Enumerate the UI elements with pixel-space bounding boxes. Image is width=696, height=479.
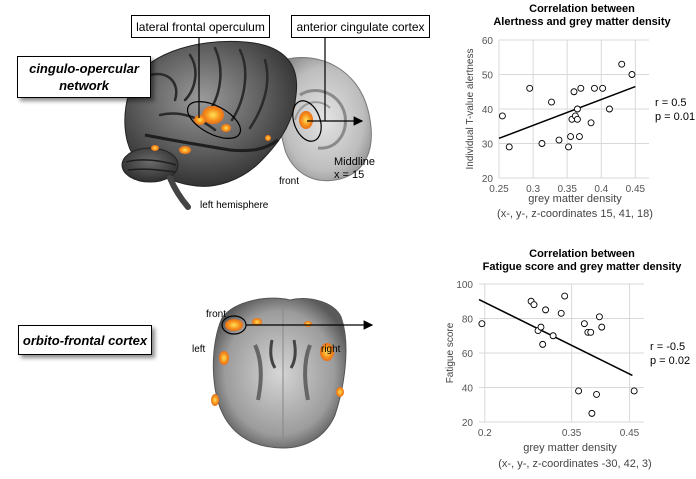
chart1-point bbox=[577, 84, 585, 92]
chart1-xtick-label: 0.3 bbox=[526, 184, 540, 195]
chart2-xtick-label: 0.45 bbox=[620, 428, 640, 439]
chart1-fit-line bbox=[498, 85, 636, 140]
chart2-ylabel: Fatigue score bbox=[445, 322, 456, 383]
chart2-point bbox=[598, 323, 606, 331]
acc-highlight bbox=[292, 100, 322, 142]
chart1-ytick-label: 60 bbox=[482, 36, 494, 47]
chart2-r-value: r = -0.5 bbox=[650, 341, 685, 353]
chart2-ytick-label: 80 bbox=[462, 315, 474, 326]
chart1-ytick-label: 40 bbox=[482, 105, 494, 116]
chart2-title-line2: Fatigue score and grey matter density bbox=[482, 261, 682, 273]
chart1-point bbox=[505, 143, 513, 151]
chart2-point bbox=[593, 390, 600, 398]
chart2-ytick-label: 60 bbox=[462, 349, 474, 360]
chart1-point bbox=[555, 136, 563, 144]
chart2-xtick-label: 0.2 bbox=[478, 428, 492, 439]
cingulo-opercular-network-label: cingulo-opercular network bbox=[17, 56, 151, 98]
chart2-point bbox=[575, 387, 583, 395]
chart2-title: Correlation between Fatigue score and gr… bbox=[468, 248, 696, 274]
chart2-point bbox=[557, 309, 565, 317]
chart1-point bbox=[573, 115, 581, 123]
chart1-r-value: r = 0.5 bbox=[655, 97, 687, 109]
chart1-point bbox=[606, 105, 613, 113]
chart1-title-line2: Alertness and grey matter density bbox=[493, 16, 671, 28]
chart2-point bbox=[542, 306, 550, 314]
medial-brain-view bbox=[276, 56, 372, 182]
lateral-highlight bbox=[186, 101, 242, 139]
chart1-point bbox=[618, 60, 626, 68]
chart1-point bbox=[570, 88, 578, 96]
chart2-xtick-label: 0.35 bbox=[562, 428, 582, 439]
chart1-point bbox=[576, 133, 583, 141]
front-label-bottom: front bbox=[206, 309, 227, 320]
chart1-p-value: p = 0.01 bbox=[655, 111, 695, 123]
chart1-title: Correlation between Alertness and grey m… bbox=[468, 3, 696, 29]
chart2-point bbox=[580, 320, 588, 328]
chart1-xtick-label: 0.45 bbox=[626, 184, 646, 195]
chart1-point bbox=[498, 112, 506, 120]
chart2-ytick-label: 20 bbox=[462, 418, 474, 429]
chart2-point bbox=[549, 332, 557, 340]
orbito-frontal-cortex-label: orbito-frontal cortex bbox=[18, 325, 152, 355]
left-label: left bbox=[192, 344, 206, 355]
chart2-scatter: 20 40 60 80 100 0.2 0.35 0.45 Fatigue score r = -… bbox=[445, 280, 690, 439]
chart2-point bbox=[630, 387, 638, 395]
chart2-title-line1: Correlation between bbox=[529, 248, 635, 260]
chart2-ytick-label: 40 bbox=[462, 384, 474, 395]
chart1-scatter: 20 30 40 50 60 0.25 0.3 0.35 0.4 0.45 Individual T… bbox=[465, 36, 695, 195]
network-label-line2: network bbox=[59, 78, 109, 93]
chart1-point bbox=[587, 119, 595, 127]
chart2-xlabel: grey matter density bbox=[523, 442, 617, 454]
chart2-point bbox=[587, 328, 595, 336]
chart2-point bbox=[595, 313, 603, 321]
chart2-point bbox=[561, 292, 569, 300]
midline-label-1: Middline bbox=[334, 156, 375, 168]
right-label: right bbox=[321, 344, 341, 355]
lateral-frontal-operculum-label: lateral frontal operculum bbox=[131, 15, 270, 38]
chart1-point bbox=[526, 84, 534, 92]
chart1-point bbox=[567, 133, 575, 141]
chart1-xlabel: grey matter density bbox=[528, 193, 622, 205]
front-label-top: front bbox=[279, 176, 300, 187]
chart2-point bbox=[588, 409, 596, 417]
chart1-point bbox=[599, 84, 607, 92]
chart2-point bbox=[539, 340, 547, 348]
chart2-point bbox=[478, 320, 486, 328]
chart1-ylabel: Individual T-value alertness bbox=[465, 49, 476, 170]
chart2-point bbox=[530, 301, 538, 309]
chart1-point bbox=[538, 140, 546, 147]
chart1-ytick-label: 30 bbox=[482, 140, 494, 151]
chart1-point bbox=[548, 98, 555, 106]
chart2-ytick-label: 100 bbox=[456, 280, 473, 291]
chart2-caption: (x-, y-, z-coordinates -30, 42, 3) bbox=[498, 458, 652, 470]
chart1-title-line1: Correlation between bbox=[529, 3, 635, 15]
axial-brain-view bbox=[211, 297, 347, 449]
midline-label-2: x = 15 bbox=[334, 169, 365, 181]
chart1-point bbox=[628, 71, 636, 78]
chart1-point bbox=[565, 143, 572, 151]
lateral-brain-view bbox=[121, 40, 298, 210]
chart1-point bbox=[591, 84, 598, 92]
chart1-caption: (x-, y-, z-coordinates 15, 41, 18) bbox=[497, 208, 653, 220]
chart1-point bbox=[573, 105, 581, 113]
chart2-p-value: p = 0.02 bbox=[650, 355, 690, 367]
chart1-xtick-label: 0.25 bbox=[489, 184, 509, 195]
left-hemisphere-label: left hemisphere bbox=[200, 200, 269, 211]
chart1-xtick-label: 0.35 bbox=[557, 184, 577, 195]
network-label-line1: cingulo-opercular bbox=[29, 61, 139, 76]
chart1-xtick-label: 0.4 bbox=[594, 184, 608, 195]
anterior-cingulate-cortex-label: anterior cingulate cortex bbox=[291, 15, 430, 38]
chart2-point bbox=[537, 323, 545, 331]
chart1-ytick-label: 20 bbox=[482, 174, 494, 185]
chart1-ytick-label: 50 bbox=[482, 71, 494, 82]
